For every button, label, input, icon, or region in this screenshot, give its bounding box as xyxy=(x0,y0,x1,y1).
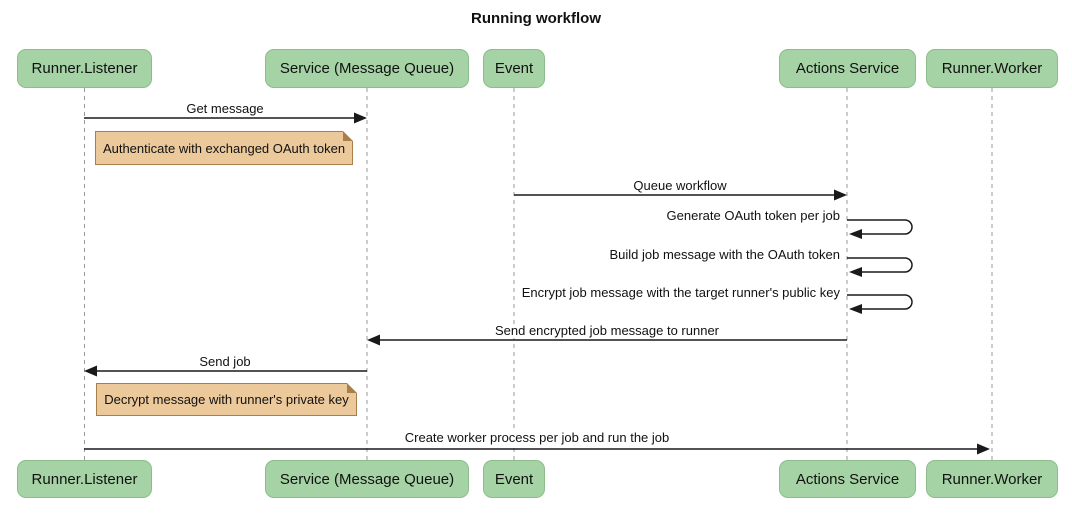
self-loop-build-job-message xyxy=(847,257,913,273)
diagram-title: Running workflow xyxy=(471,10,601,27)
arrowhead-generate-oauth-token xyxy=(849,229,862,239)
actor-box-bottom-event: Event xyxy=(483,460,545,498)
actor-box-bottom-runner-listener: Runner.Listener xyxy=(17,460,152,498)
actor-box-bottom-runner-worker: Runner.Worker xyxy=(926,460,1058,498)
arrowhead-queue-workflow xyxy=(834,189,847,201)
message-label-encrypt-job-message: Encrypt job message with the target runn… xyxy=(518,286,843,300)
message-label-create-worker-process: Create worker process per job and run th… xyxy=(401,431,673,445)
actor-label: Actions Service xyxy=(795,470,900,488)
arrowhead-get-message xyxy=(354,112,367,124)
actor-label: Actions Service xyxy=(795,60,900,77)
note-decrypt-private-key: Decrypt message with runner's private ke… xyxy=(96,383,357,416)
note-authenticate-oauth-token: Authenticate with exchanged OAuth token xyxy=(95,131,353,165)
actor-label: Event xyxy=(494,470,534,488)
actor-label: Runner.Worker xyxy=(941,470,1043,488)
actor-label: Service (Message Queue) xyxy=(279,60,455,77)
actor-box-top-runner-worker: Runner.Worker xyxy=(926,49,1058,88)
arrowhead-create-worker-process xyxy=(977,443,990,455)
actor-box-top-service-message-queue: Service (Message Queue) xyxy=(265,49,469,88)
actor-box-bottom-service-message-queue: Service (Message Queue) xyxy=(265,460,469,498)
message-label-queue-workflow: Queue workflow xyxy=(630,179,730,193)
arrowhead-build-job-message xyxy=(849,267,862,277)
actor-box-top-event: Event xyxy=(483,49,545,88)
self-loop-generate-oauth-token xyxy=(847,219,913,235)
note-fold-corner-icon xyxy=(347,383,357,393)
actor-label: Service (Message Queue) xyxy=(279,470,455,488)
arrowhead-send-encrypted-job-message xyxy=(367,334,380,346)
actor-box-top-actions-service: Actions Service xyxy=(779,49,916,88)
note-fold-corner-icon xyxy=(343,131,353,141)
actor-label: Event xyxy=(494,60,534,77)
message-label-send-encrypted-job-message: Send encrypted job message to runner xyxy=(491,324,723,338)
note-text: Decrypt message with runner's private ke… xyxy=(104,392,349,407)
self-loop-encrypt-job-message xyxy=(847,294,913,310)
actor-box-top-runner-listener: Runner.Listener xyxy=(17,49,152,88)
message-label-get-message: Get message xyxy=(183,102,267,116)
actor-label: Runner.Listener xyxy=(31,470,138,488)
note-text: Authenticate with exchanged OAuth token xyxy=(102,140,346,156)
actor-box-bottom-actions-service: Actions Service xyxy=(779,460,916,498)
message-label-send-job: Send job xyxy=(196,355,254,369)
arrowhead-encrypt-job-message xyxy=(849,304,862,314)
actor-label: Runner.Listener xyxy=(31,60,138,77)
message-label-build-job-message: Build job message with the OAuth token xyxy=(606,248,843,262)
actor-label: Runner.Worker xyxy=(941,60,1043,77)
message-label-generate-oauth-token: Generate OAuth token per job xyxy=(663,209,843,223)
arrowhead-send-job xyxy=(84,365,97,377)
